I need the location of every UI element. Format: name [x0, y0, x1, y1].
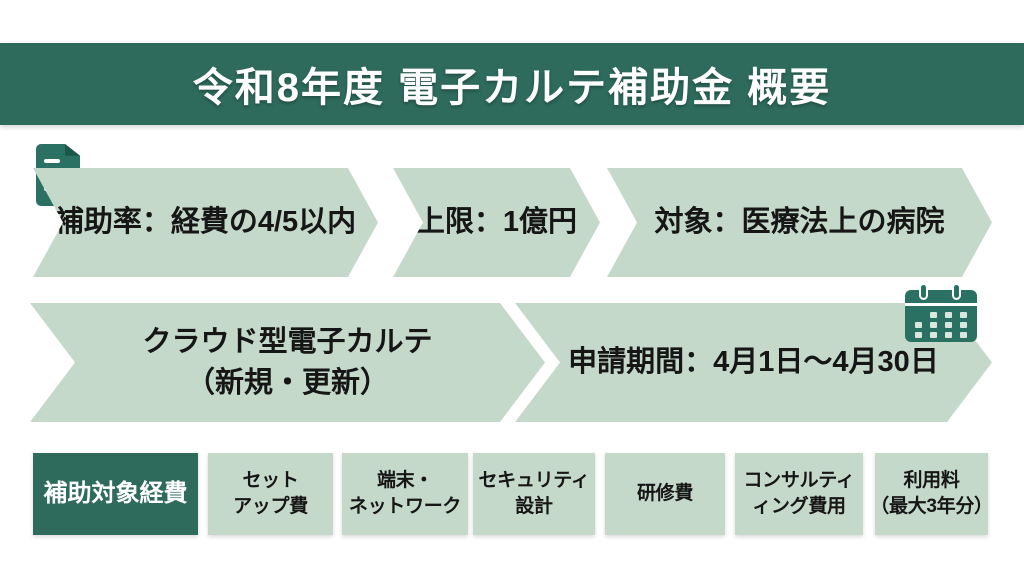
flow-step-label-line2: （新規・更新） [185, 366, 389, 399]
calendar-icon-dates [915, 312, 969, 339]
flow-step-emr-type: クラウド型電子カルテ （新規・更新） [30, 303, 545, 422]
header-bar: 令和8年度 電子カルテ補助金 概要 [0, 43, 1024, 125]
flow-step-eligible-target: 対象：医療法上の病院 [607, 168, 992, 277]
flow-step-label: 対象：医療法上の病院 [654, 206, 945, 239]
flow-step-upper-limit: 上限：1億円 [393, 168, 600, 277]
document-icon-fold [65, 144, 80, 156]
expense-box-label-line1: 端末・ [376, 470, 434, 492]
expense-box-consulting: コンサルティ ィング費用 [735, 453, 863, 535]
flow-step-label: 補助率：経費の4/5以内 [54, 206, 357, 239]
document-icon-text-line [44, 159, 60, 163]
expense-box-usage-fee: 利用料 （最大3年分） [870, 453, 993, 535]
expense-box-training: 研修費 [605, 453, 725, 535]
flow-step-label-line1: クラウド型電子カルテ [142, 326, 433, 359]
expense-box-label-line2: ネットワーク [348, 496, 462, 517]
expense-box-label-line2: （最大3年分） [870, 496, 993, 517]
expense-box-label-line1: セキュリティ [478, 470, 590, 492]
page-title: 令和8年度 電子カルテ補助金 概要 [192, 66, 832, 110]
calendar-icon-separator [905, 303, 977, 306]
expense-box-label-line1: セット [242, 470, 299, 492]
flow-step-label: 申請期間：4月1日～4月30日 [568, 346, 939, 379]
expense-box-label-line1: 利用料 [903, 470, 960, 492]
expense-box-label-line2: アップ費 [233, 496, 308, 517]
flow-step-label: 上限：1億円 [415, 206, 578, 239]
flow-step-label: クラウド型電子カルテ （新規・更新） [142, 322, 432, 402]
flow-step-subsidy-rate: 補助率：経費の4/5以内 [33, 168, 378, 277]
expense-box-security: セキュリティ 設計 [473, 453, 595, 535]
expense-box-setup: セット アップ費 [208, 453, 333, 535]
expense-box-network: 端末・ ネットワーク [342, 453, 468, 535]
expense-header-box: 補助対象経費 [33, 453, 198, 535]
calendar-icon-ring [919, 283, 928, 300]
expense-box-label-line2: ィング費用 [752, 496, 846, 517]
expense-header-label: 補助対象経費 [43, 479, 188, 507]
expense-box-label-line2: 設計 [515, 496, 553, 517]
expense-box-label-line1: 研修費 [636, 483, 694, 505]
expense-box-label-line1: コンサルティ [743, 470, 855, 492]
calendar-icon-ring [952, 283, 961, 300]
calendar-icon [905, 283, 977, 342]
